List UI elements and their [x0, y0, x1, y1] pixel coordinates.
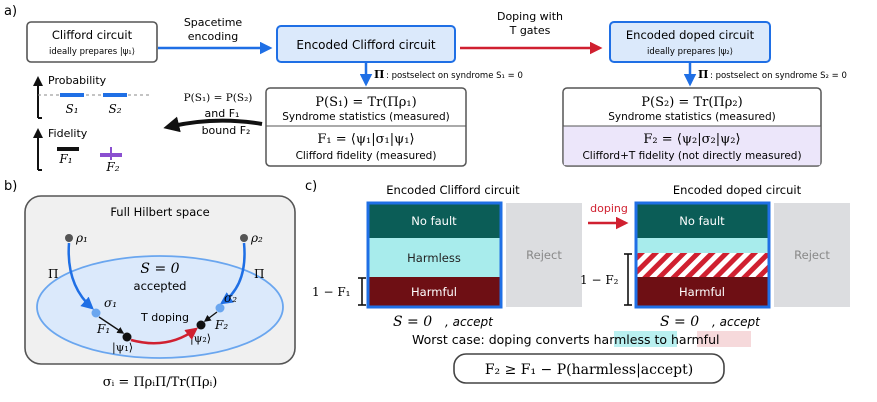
accept-left-word: , accept — [445, 315, 494, 329]
doping-label-1: Doping with — [497, 10, 563, 23]
doping-label-2: T gates — [509, 24, 551, 37]
harmless-left: Harmless — [407, 251, 461, 265]
bound-arrow — [163, 116, 263, 133]
accepted-subspace — [36, 255, 284, 359]
accept-left-s: S = 0 — [393, 314, 432, 330]
panel-a-label: a) — [4, 4, 17, 19]
encoded-clifford-box: Encoded Clifford circuit — [276, 25, 456, 63]
hilbert-space-box: Full Hilbert space S = 0 accepted ρ₁ Π ρ… — [24, 195, 296, 365]
doped-results-box: P(S₂) = Tr(Πρ₂) Syndrome statistics (mea… — [562, 87, 822, 167]
accept-right-s: S = 0 — [660, 314, 699, 330]
worst-case-line: Worst case: doping converts harmless to … — [412, 332, 719, 347]
panel-b-label: b) — [4, 179, 17, 194]
clifford-circuit-title: Clifford circuit — [52, 28, 133, 42]
left-outcome-stack: No fault Harmless Harmful — [366, 201, 503, 309]
left-stack-title: Encoded Clifford circuit — [386, 183, 520, 197]
encoded-doped-subtitle: ideally prepares |ψ₂⟩ — [647, 47, 733, 57]
reject-left-label: Reject — [526, 248, 562, 262]
encoded-clifford-title: Encoded Clifford circuit — [296, 38, 436, 52]
probability-label: Probability — [48, 74, 107, 87]
postselect-pi-left: Π — [374, 68, 384, 81]
postselect-pi-right: Π — [698, 68, 708, 81]
t-doping-arrow — [130, 327, 199, 345]
f1-arrow — [98, 316, 125, 334]
pi-right-label: Π — [254, 267, 264, 281]
p-s1-equation: P(S₁) = Tr(Πρ₁) — [315, 95, 416, 110]
f1-label-b: F₁ — [96, 322, 110, 336]
psi2-label: |ψ₂⟩ — [190, 332, 211, 346]
rho2-label: ρ₂ — [250, 231, 263, 245]
s1-label: S₁ — [65, 102, 78, 116]
f1-mini-label: F₁ — [58, 152, 72, 166]
encoded-doped-box: Encoded doped circuit ideally prepares |… — [609, 21, 771, 63]
psi1-point — [122, 332, 132, 342]
sigma1-point — [91, 308, 101, 318]
fidelity-label: Fidelity — [48, 127, 88, 140]
reject-right-label: Reject — [794, 248, 830, 262]
harmless-highlight — [614, 331, 677, 347]
postselect-text-left: : postselect on syndrome S₁ = 0 — [386, 71, 523, 81]
one-minus-f2-label: 1 − F₂ — [580, 273, 619, 287]
bound-line-3: bound F₂ — [202, 124, 251, 137]
sigma1-label: σ₁ — [104, 296, 117, 310]
probability-mini-plot: Probability S₁ S₂ — [33, 74, 150, 119]
pi-arrow-left — [67, 242, 94, 310]
clifford-fidelity-label: Clifford fidelity (measured) — [296, 150, 437, 162]
clifford-results-box: P(S₁) = Tr(Πρ₁) Syndrome statistics (mea… — [265, 87, 467, 167]
one-minus-f1-label: 1 − F₁ — [312, 285, 350, 299]
psi1-label: |ψ₁⟩ — [112, 341, 133, 355]
sigma2-point — [215, 303, 225, 313]
reject-right — [774, 203, 850, 307]
sigma2-label: σ₂ — [224, 291, 237, 305]
panel-c-label: c) — [305, 179, 317, 194]
bound-line-2: and F₁ — [205, 107, 240, 120]
spacetime-label-2: encoding — [188, 30, 239, 43]
clifford-circuit-box: Clifford circuit ideally prepares |ψ₁⟩ — [26, 21, 158, 63]
bound-formula-box — [453, 353, 725, 384]
worst-case-to: to — [650, 332, 671, 347]
encoded-doped-title: Encoded doped circuit — [626, 28, 755, 42]
sigma-formula: σᵢ = ΠρᵢΠ/Tr(Πρᵢ) — [103, 375, 218, 390]
f2-mini-label: F₂ — [105, 160, 119, 174]
spacetime-label-1: Spacetime — [184, 16, 243, 29]
harmful-left: Harmful — [411, 285, 457, 299]
bound-line-1: P(S₁) = P(S₂) — [184, 92, 253, 104]
harmful-right: Harmful — [679, 285, 725, 299]
rho2-point — [240, 234, 248, 242]
s-zero-label: S = 0 — [140, 261, 179, 277]
bound-formula: F₂ ≥ F₁ − P(harmless|accept) — [485, 362, 693, 378]
no-fault-right: No fault — [679, 214, 725, 228]
rho1-label: ρ₁ — [75, 231, 88, 245]
right-stack-title: Encoded doped circuit — [673, 183, 802, 197]
f2-equation: F₂ = ⟨ψ₂|σ₂|ψ₂⟩ — [643, 132, 740, 147]
hilbert-title: Full Hilbert space — [110, 205, 209, 219]
reject-left — [506, 203, 582, 307]
accept-right-word: , accept — [712, 315, 761, 329]
psi2-point — [196, 320, 206, 330]
rho1-point — [65, 234, 73, 242]
clifford-circuit-subtitle: ideally prepares |ψ₁⟩ — [49, 47, 135, 57]
worst-case-prefix: Worst case: doping converts — [412, 332, 594, 347]
s2-label: S₂ — [108, 102, 121, 116]
fidelity-mini-plot: Fidelity F₁ F₂ — [33, 127, 122, 174]
accepted-label: accepted — [134, 279, 187, 293]
syndrome-stats-left: Syndrome statistics (measured) — [282, 111, 450, 123]
pi-arrow-right — [219, 242, 246, 305]
pi-left-label: Π — [48, 267, 58, 281]
f1-equation: F₁ = ⟨ψ₁|σ₁|ψ₁⟩ — [317, 132, 414, 147]
f2-label-b: F₂ — [214, 318, 228, 332]
no-fault-left: No fault — [411, 214, 457, 228]
cliffordt-fidelity-label: Clifford+T fidelity (not directly measur… — [582, 150, 801, 162]
postselect-text-right: : postselect on syndrome S₂ = 0 — [710, 71, 847, 81]
worst-case-harmless: harmless — [594, 332, 651, 347]
t-doping-label: T doping — [140, 311, 189, 324]
doping-c-label: doping — [590, 202, 628, 215]
worst-case-harmful: harmful — [671, 332, 719, 347]
f2-arrow — [203, 311, 218, 322]
p-s2-equation: P(S₂) = Tr(Πρ₂) — [641, 95, 742, 110]
syndrome-stats-right: Syndrome statistics (measured) — [608, 111, 776, 123]
harmful-highlight — [697, 331, 751, 347]
right-outcome-stack: No fault Harmful — [634, 201, 771, 309]
